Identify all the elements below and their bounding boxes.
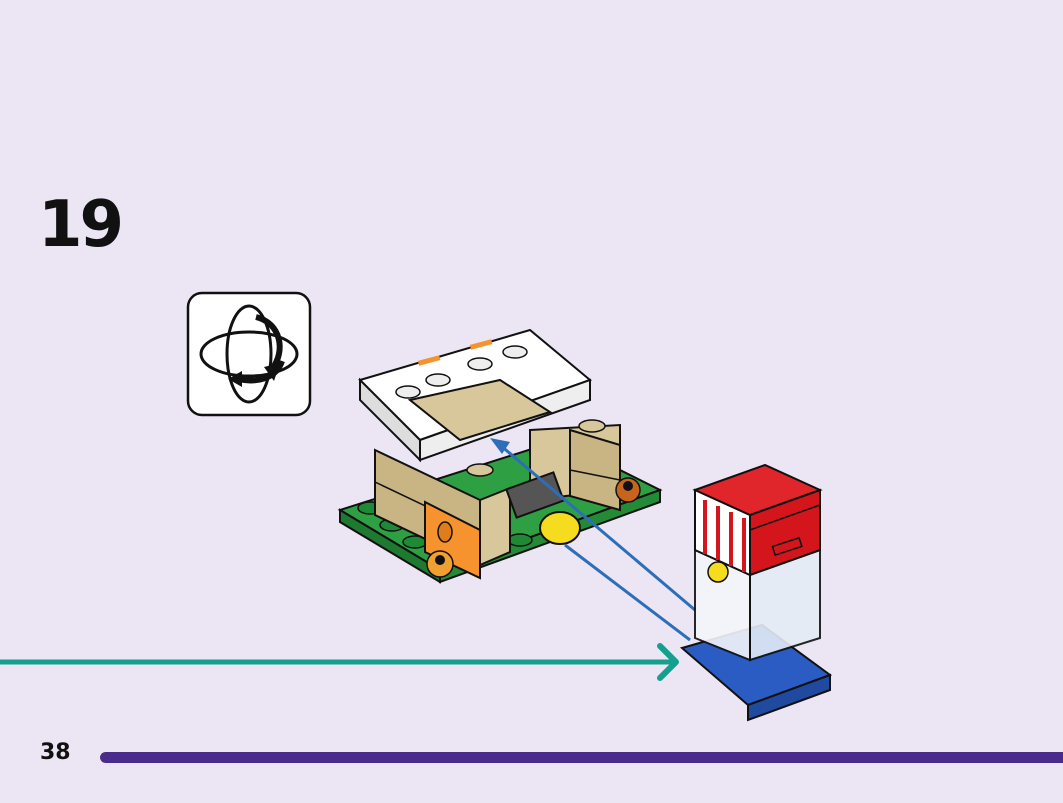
progress-bar	[100, 752, 1063, 763]
page-number: 38	[40, 740, 71, 765]
orange-flowers	[426, 477, 641, 578]
white-roof	[358, 328, 592, 463]
popcorn-machine	[679, 463, 833, 722]
yellow-part	[505, 471, 581, 545]
progress-bar-fill	[100, 752, 1063, 763]
build-illustration	[337, 328, 833, 722]
step-number: 19	[38, 188, 124, 262]
orange-brick	[424, 500, 481, 580]
rotate-model-icon	[186, 291, 312, 417]
placement-arrows	[490, 438, 696, 642]
guide-arrow	[0, 643, 679, 681]
